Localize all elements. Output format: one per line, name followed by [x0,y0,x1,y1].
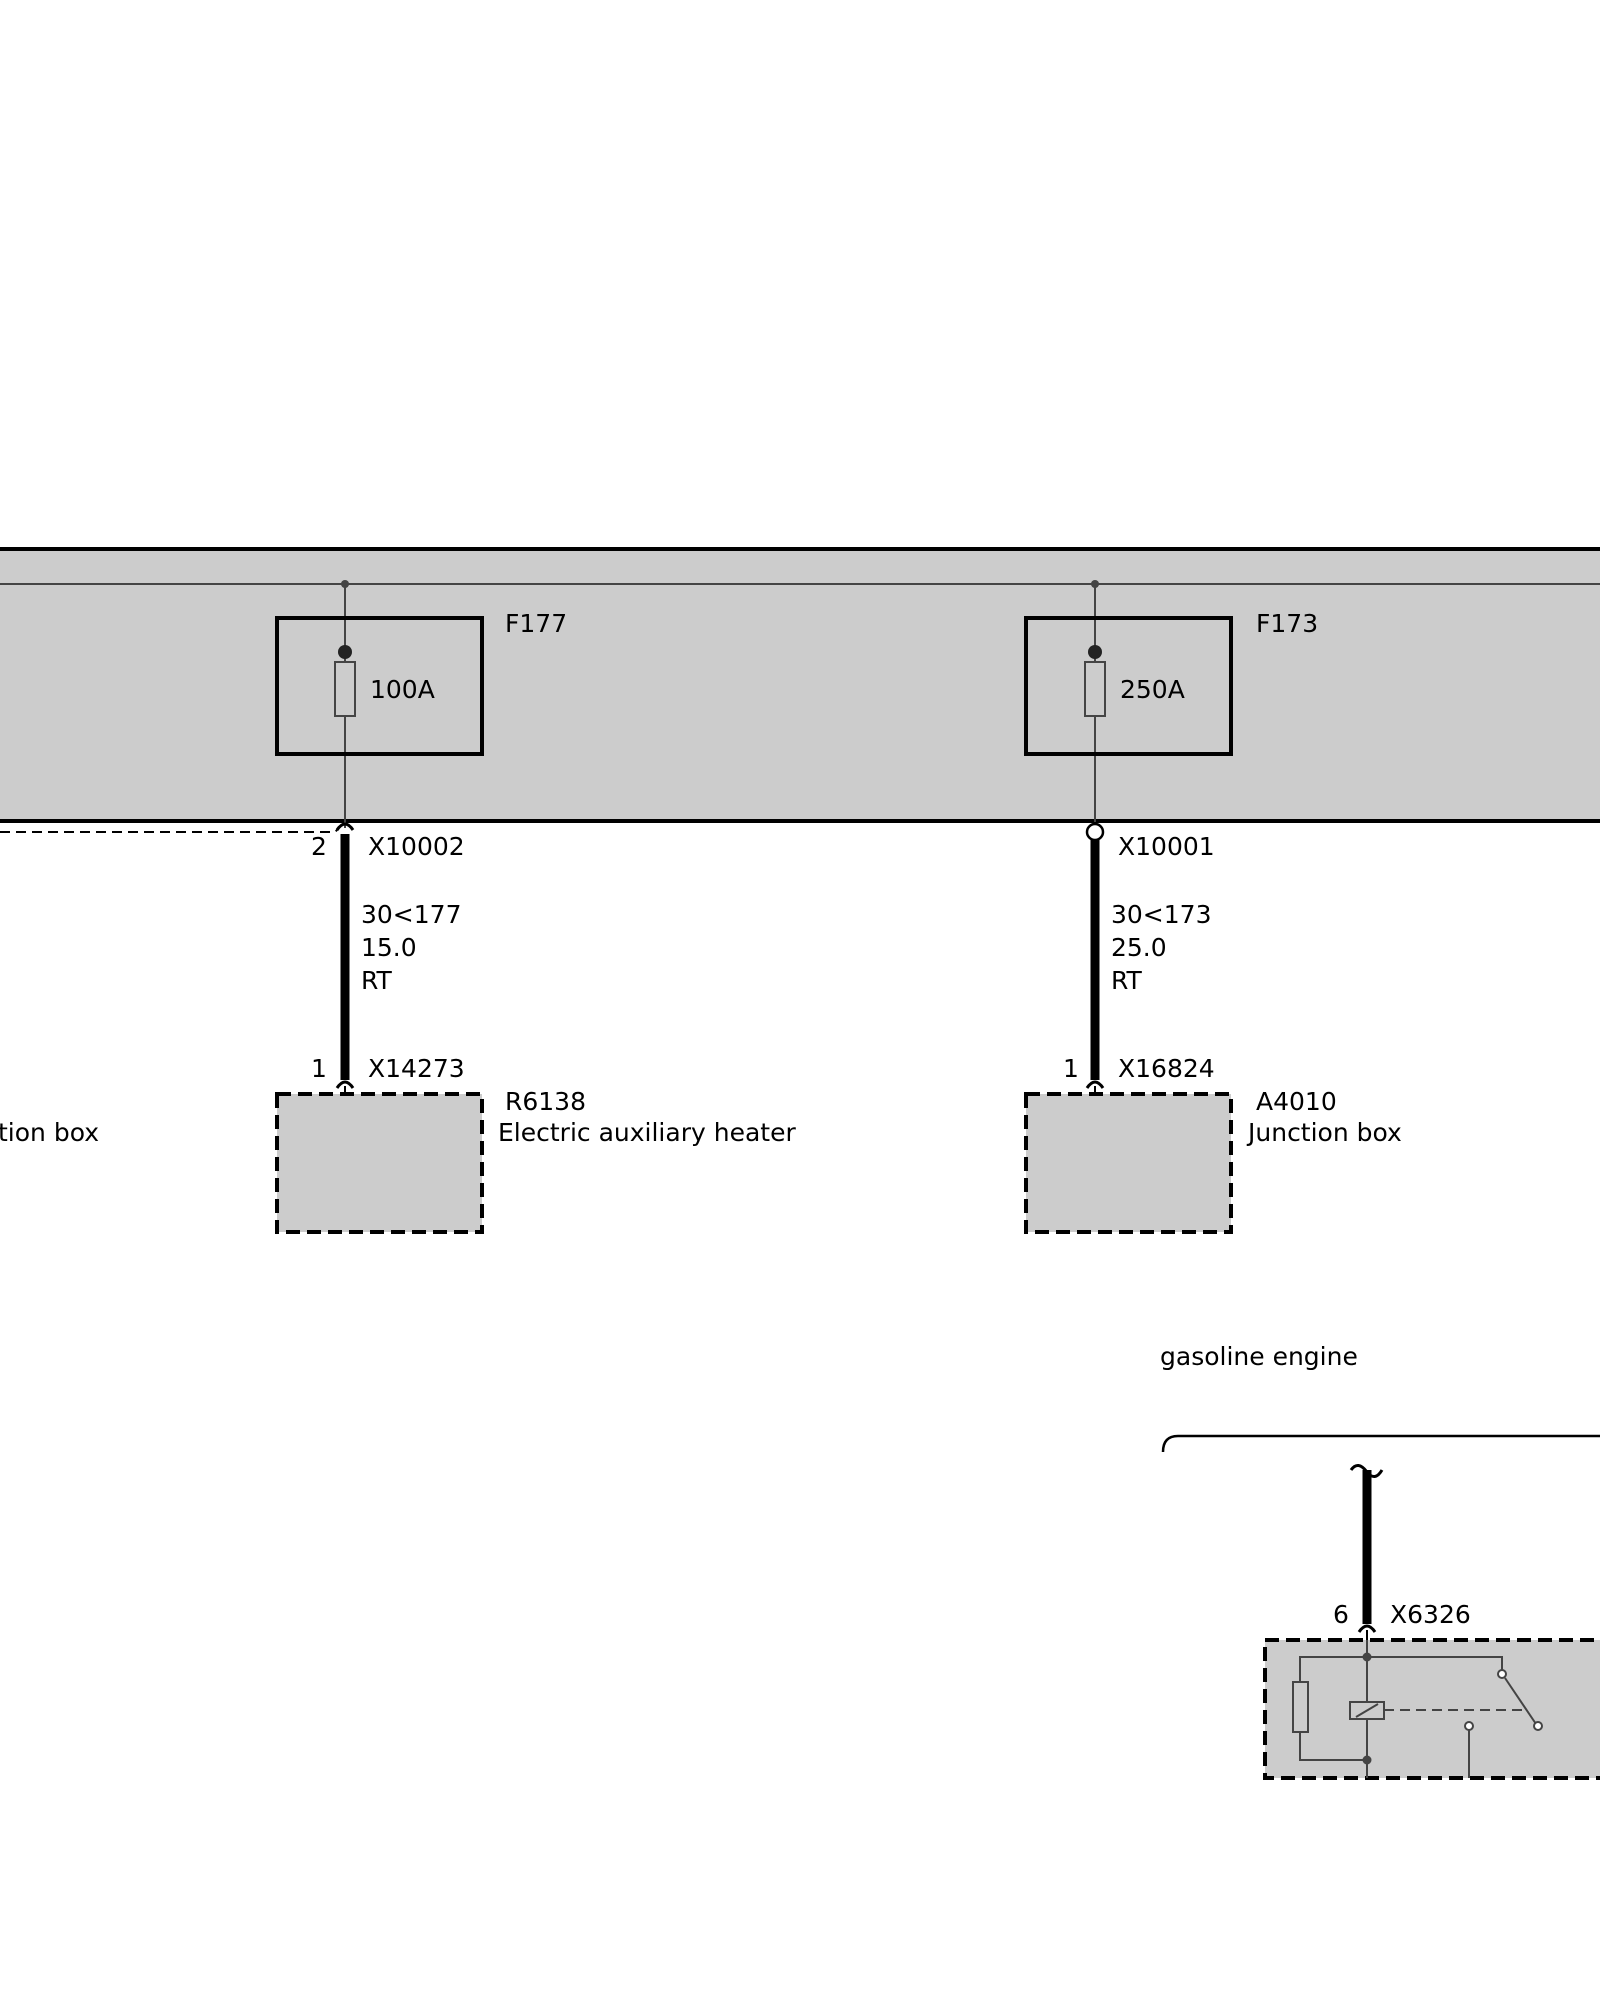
power-distribution-box [0,547,1600,823]
wire-2-circuit: 30<173 [1111,900,1211,929]
fuse-f173-box [1024,616,1233,756]
fuse-f177: 100A F177 [275,580,567,828]
socket-connector-icon [335,1080,355,1089]
wire-1: 2 X10002 30<177 15.0 RT 1 X14273 [311,822,465,1094]
wire-2-bottom-connector: X16824 [1118,1054,1215,1083]
socket-connector-icon [1085,1080,1105,1089]
wire-1-top-pin: 2 [311,832,327,861]
variant-gasoline-engine: gasoline engine 6 X6326 [1160,1342,1600,1780]
variant-label: gasoline engine [1160,1342,1358,1371]
wire-2-cross-section: 25.0 [1111,933,1167,962]
wire-2: X10001 30<173 25.0 RT 1 X16824 [1063,822,1215,1094]
component-r6138-box [275,1092,484,1234]
component-left-name: tion box [0,1118,99,1147]
socket-connector-icon [1357,1624,1377,1633]
variant-bracket [1161,1434,1600,1453]
component-r6138-id: R6138 [505,1087,586,1116]
socket-connector-icon [335,822,355,831]
wire-1-bottom-pin: 1 [311,1054,327,1083]
component-r6138: R6138 Electric auxiliary heater [275,1087,796,1234]
component-a4010-name: Junction box [1246,1118,1402,1147]
wire-1-circuit: 30<177 [361,900,461,929]
fuse-f173: 250A F173 [1024,580,1318,822]
fuse-symbol-icon [1084,661,1106,717]
variant-connector: X6326 [1390,1600,1471,1629]
fuse-f177-node [338,645,352,659]
component-a4010-id: A4010 [1256,1087,1337,1116]
wire-1-color: RT [361,966,393,995]
component-a4010-box [1024,1092,1233,1234]
fuse-symbol-icon [334,661,356,717]
connector-pin-icon [1085,822,1105,842]
wire-2-color: RT [1111,966,1143,995]
wire-1-bottom-connector: X14273 [368,1054,465,1083]
wire-2-top-connector: X10001 [1118,832,1215,861]
component-r6138-name: Electric auxiliary heater [498,1118,796,1147]
fuse-f173-id: F173 [1256,609,1318,638]
relay-icon [1292,1640,1543,1778]
fuse-f177-id: F177 [505,609,567,638]
fuse-f173-node [1088,645,1102,659]
fuse-f177-box [275,616,484,756]
wire-1-top-connector: X10002 [368,832,465,861]
variant-pin: 6 [1333,1600,1349,1629]
fuse-f173-rating: 250A [1120,675,1185,704]
wire-2-bottom-pin: 1 [1063,1054,1079,1083]
fuse-f177-rating: 100A [370,675,435,704]
dashed-connection-line [0,827,340,833]
component-a4010: A4010 Junction box [1024,1087,1402,1234]
wire-1-cross-section: 15.0 [361,933,417,962]
